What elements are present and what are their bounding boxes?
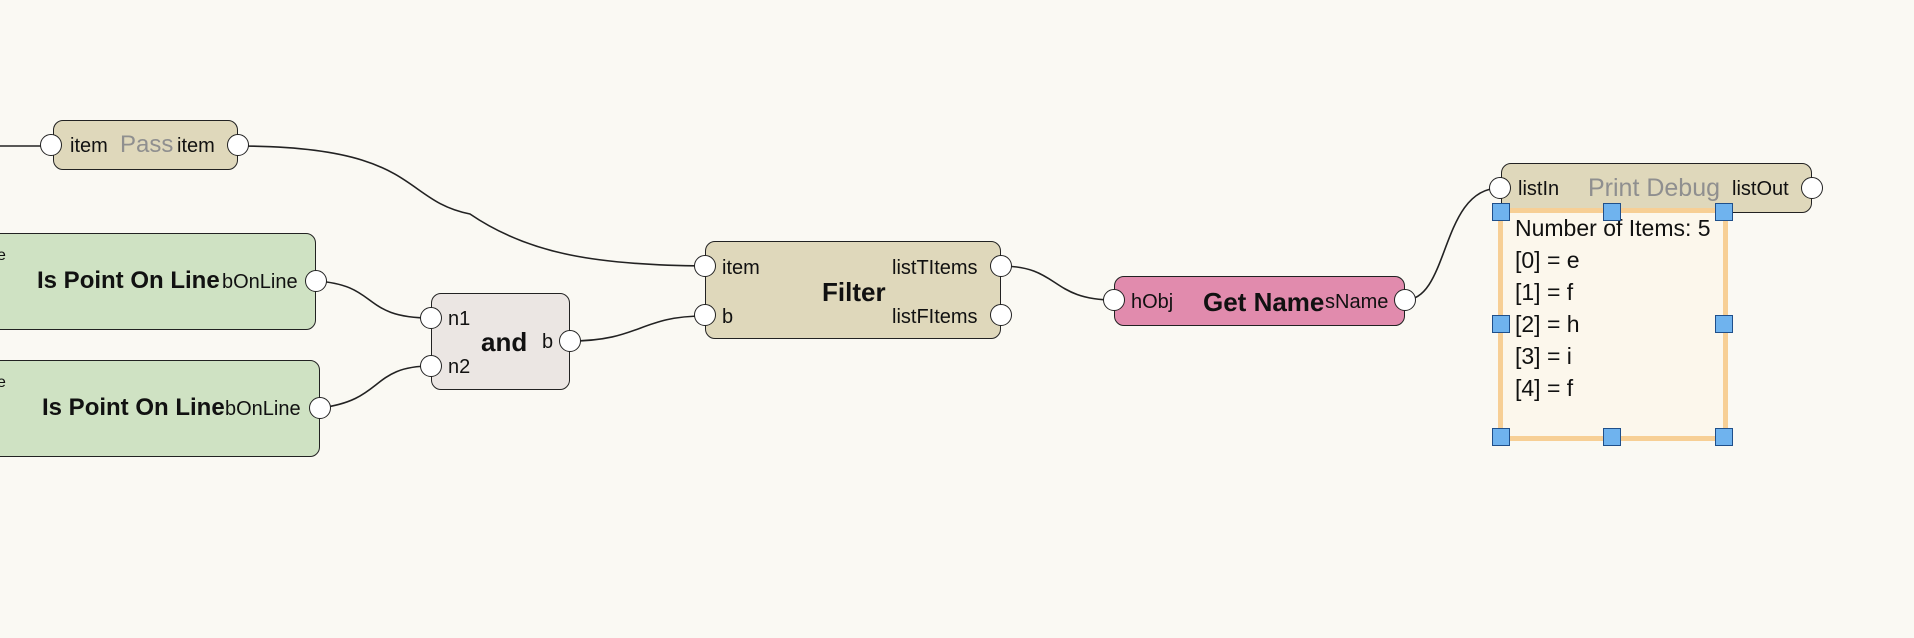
print-debug-out-label: listOut	[1732, 178, 1789, 200]
and-in2-port[interactable]	[420, 355, 442, 377]
pol2-partial-in-label: e	[0, 374, 6, 391]
resize-handle-top-center[interactable]	[1603, 203, 1621, 221]
resize-handle-bottom-right[interactable]	[1715, 428, 1733, 446]
debug-line-item: [2] = h	[1515, 311, 1580, 337]
and-title: and	[481, 327, 528, 357]
resize-handle-middle-right[interactable]	[1715, 315, 1733, 333]
filter-in1-label: item	[722, 257, 760, 279]
pass-out-label: item	[177, 135, 215, 157]
pass-node[interactable]: item Pass item	[53, 120, 238, 170]
filter-out1-label: listTItems	[892, 257, 978, 279]
and-in1-label: n1	[448, 308, 471, 330]
wire-pol2-to-and	[319, 365, 432, 409]
pol1-partial-in-label: e	[0, 247, 6, 264]
is-point-on-line-node-2[interactable]: e Is Point On Line bOnLine	[0, 360, 320, 457]
get-name-out-label: sName	[1325, 291, 1389, 313]
resize-handle-bottom-center[interactable]	[1603, 428, 1621, 446]
is-point-on-line-node-1[interactable]: e Is Point On Line bOnLine	[0, 233, 316, 330]
debug-line-item: [0] = e	[1515, 247, 1580, 273]
resize-handle-top-left[interactable]	[1492, 203, 1510, 221]
pol1-title: Is Point On Line	[37, 267, 220, 294]
wire-and-to-filter	[569, 315, 705, 342]
print-debug-title: Print Debug	[1588, 174, 1721, 202]
resize-handle-middle-left[interactable]	[1492, 315, 1510, 333]
get-name-in-port[interactable]	[1103, 289, 1125, 311]
debug-line-item: [4] = f	[1515, 375, 1574, 401]
filter-out1-port[interactable]	[990, 255, 1012, 277]
pol2-title: Is Point On Line	[42, 394, 225, 421]
get-name-node[interactable]: hObj Get Name sName	[1114, 276, 1405, 326]
wire-pol1-to-and	[315, 280, 432, 319]
print-debug-out-port[interactable]	[1801, 177, 1823, 199]
pol1-out-port[interactable]	[305, 270, 327, 292]
debug-line-count: Number of Items: 5	[1515, 215, 1711, 241]
pol2-out-label: bOnLine	[225, 398, 301, 420]
and-in1-port[interactable]	[420, 307, 442, 329]
get-name-out-port[interactable]	[1394, 289, 1416, 311]
pass-title: Pass	[120, 131, 174, 158]
filter-out2-port[interactable]	[990, 304, 1012, 326]
print-debug-in-port[interactable]	[1489, 177, 1511, 199]
filter-node[interactable]: item b Filter listTItems listFItems	[705, 241, 1001, 339]
get-name-title: Get Name	[1203, 287, 1325, 317]
filter-in2-port[interactable]	[694, 304, 716, 326]
pass-in-port[interactable]	[40, 134, 62, 156]
and-in2-label: n2	[448, 356, 471, 378]
resize-handle-bottom-left[interactable]	[1492, 428, 1510, 446]
filter-out2-label: listFItems	[892, 306, 978, 328]
filter-in1-port[interactable]	[694, 255, 716, 277]
and-out-label: b	[542, 331, 554, 353]
resize-handle-top-right[interactable]	[1715, 203, 1733, 221]
wire-getname-to-debug	[1404, 187, 1501, 301]
pol1-out-label: bOnLine	[222, 271, 298, 293]
filter-in2-label: b	[722, 306, 734, 328]
get-name-in-label: hObj	[1131, 291, 1174, 313]
and-out-port[interactable]	[559, 330, 581, 352]
pass-in-label: item	[70, 135, 108, 157]
debug-line-item: [3] = i	[1515, 343, 1572, 369]
pass-out-port[interactable]	[227, 134, 249, 156]
print-debug-in-label: listIn	[1518, 178, 1560, 200]
and-node[interactable]: n1 n2 and b	[431, 293, 570, 390]
print-debug-node[interactable]: listIn Print Debug listOut	[1501, 163, 1812, 213]
pol2-out-port[interactable]	[309, 397, 331, 419]
filter-title: Filter	[822, 277, 886, 307]
wire-filter-to-getname	[1000, 265, 1115, 301]
debug-line-item: [1] = f	[1515, 279, 1574, 305]
